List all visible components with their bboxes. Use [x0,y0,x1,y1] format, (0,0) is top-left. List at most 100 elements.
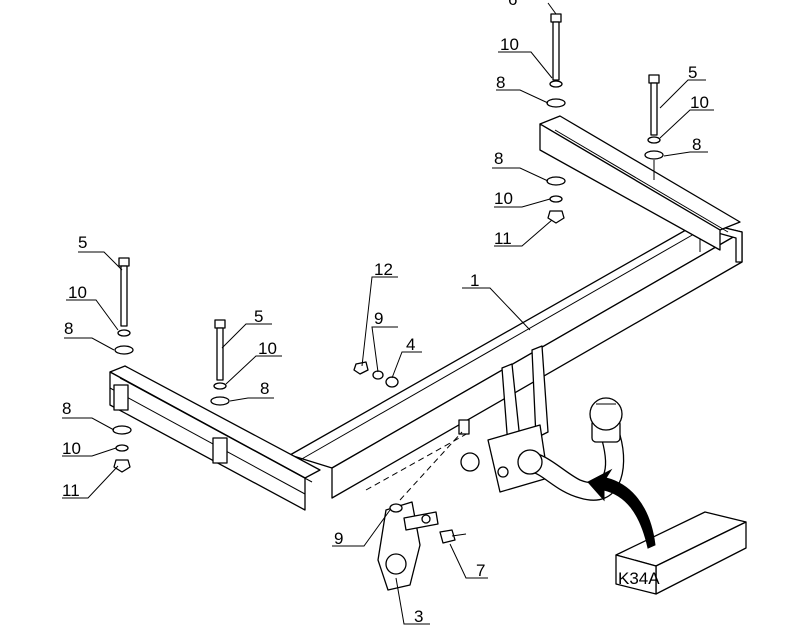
leader-1 [462,287,531,331]
leader-10-e [225,355,282,385]
washer-8 [546,98,566,108]
right-bracket-side [539,123,721,251]
left-bracket-inner-line [119,377,313,483]
bolt-shank [216,327,224,381]
callout-9-b: 9 [334,529,343,548]
washer-9-lower [389,503,403,513]
leader-8-a [498,89,549,104]
left-spacer-tube-1 [113,384,129,411]
callout-3: 3 [414,607,423,626]
washer-10 [549,80,563,88]
lock-washer-4 [385,376,399,388]
left-side-bracket [109,365,321,511]
callout-7: 7 [476,561,485,580]
callout-5-b: 5 [78,233,87,252]
callout-4: 4 [406,335,415,354]
bolt-left-rear [210,319,230,406]
small-fasteners-center [353,361,399,388]
washer-10 [115,444,129,452]
kit-box: K34A [615,511,747,595]
leader-8-f [62,417,115,431]
right-bracket-top [539,115,741,231]
neck-collar [517,449,543,475]
leader-4 [391,351,422,379]
bolt-top-right [546,13,566,108]
tow-ball [589,397,623,431]
callout-10-d: 10 [68,283,87,302]
leader-7 [449,543,488,579]
washer-8 [546,176,566,186]
leader-12 [361,276,398,367]
nut-12 [353,361,369,375]
washer-8 [114,345,134,355]
release-knob [460,452,480,472]
callout-10-e: 10 [258,339,277,358]
curved-arrow [587,468,656,549]
left-bracket-mid-line [109,387,306,495]
leader-8-b [663,151,708,157]
fasteners-right-below [546,176,566,224]
leader-5-c [221,323,272,349]
callout-1: 1 [470,271,479,290]
bolt-head [648,74,660,84]
screw-7-head [439,529,456,544]
callout-8-e: 8 [260,379,269,398]
callout-5-a: 5 [688,63,697,82]
leader-9-a [371,326,398,373]
bolt-shank [552,21,560,81]
leader-8-d [66,337,115,351]
socket-plate-hole [385,553,407,575]
callout-labels: 6 10 8 5 10 8 8 10 11 12 1 9 4 5 10 8 5 … [62,0,709,626]
assembly-dash-line-2 [399,431,463,501]
callout-8-d: 8 [64,319,73,338]
callout-11-a: 11 [494,229,512,248]
screw-7-shank [451,533,467,537]
washer-10 [117,329,131,337]
callout-11-b: 11 [62,481,80,500]
left-spacer-tube-2 [212,437,228,464]
washer-10 [549,195,563,203]
callout-9-a: 9 [374,309,383,328]
callout-6-top: 6 [508,0,517,9]
callout-5-c: 5 [254,307,263,326]
washer-10 [647,136,661,144]
crossbar-edge-line [299,225,709,461]
callout-12: 12 [374,260,393,279]
washer-8 [644,150,664,160]
bolt-shank [650,82,658,136]
nut-11 [113,459,131,473]
callout-underlines [62,51,524,625]
leader-8-e [229,397,274,402]
right-side-bracket [539,115,741,251]
bolt-left-front [114,257,134,355]
socket-hole [497,466,509,478]
callout-10-f: 10 [62,439,81,458]
socket-plate-body [377,501,421,591]
socket-plate [377,501,467,591]
socket-bracket-tab [458,419,470,435]
leader-5-a [659,79,706,109]
callout-10-c: 10 [494,189,513,208]
callout-10-a: 10 [500,35,519,54]
bolt-shank [120,265,128,327]
bolt-head [214,319,226,329]
callout-8-a: 8 [496,73,505,92]
leader-6 [547,2,557,15]
washer-10 [213,382,227,390]
callout-8-b: 8 [692,135,701,154]
mount-plate-right [531,345,549,439]
callout-8-c: 8 [494,149,503,168]
kit-box-front [615,554,657,595]
washer-9 [372,370,384,380]
fasteners-left-below [112,425,132,473]
kit-box-label: K34A [618,569,660,588]
callout-8-f: 8 [62,399,71,418]
leader-5-b [78,251,123,271]
leader-10-d [66,299,119,331]
washer-8 [210,396,230,406]
callout-10-b: 10 [690,93,709,112]
leader-10-b [659,109,714,139]
bolt-head [118,257,130,267]
